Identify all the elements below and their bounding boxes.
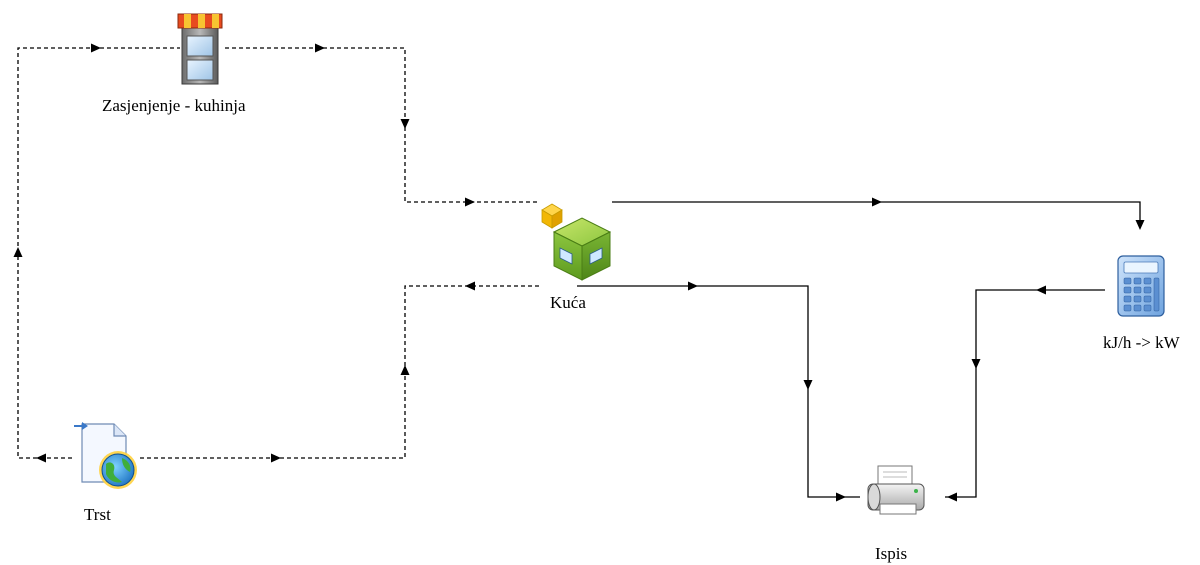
converter-node[interactable] <box>1117 255 1165 317</box>
house-node-label: Kuća <box>550 293 586 312</box>
connection-converter-to-printer[interactable] <box>945 289 1105 498</box>
arrow-left <box>465 281 475 291</box>
arrow-up <box>13 247 23 257</box>
connection-shading-to-house[interactable] <box>225 47 540 203</box>
printer-icon <box>867 465 925 515</box>
weather-data-file-icon <box>74 422 137 489</box>
house-node[interactable] <box>541 203 612 281</box>
weather-node[interactable] <box>74 422 137 489</box>
calculator-icon <box>1117 255 1165 317</box>
arrow-left <box>1036 285 1046 295</box>
arrow-down <box>971 359 981 369</box>
arrow-left <box>36 453 46 463</box>
window-awning-icon <box>177 13 223 85</box>
arrow-right <box>688 281 698 291</box>
converter-node-label: kJ/h -> kW <box>1103 333 1180 352</box>
arrow-right <box>836 492 846 502</box>
arrow-up <box>400 365 410 375</box>
shading-node-label: Zasjenjenje - kuhinja <box>102 96 246 115</box>
building-block-icon <box>541 203 612 281</box>
connection-house-to-printer[interactable] <box>577 285 860 498</box>
arrow-right <box>315 43 325 53</box>
arrow-right <box>271 453 281 463</box>
shading-node[interactable] <box>177 13 223 85</box>
printer-node[interactable] <box>867 465 925 515</box>
arrow-right <box>465 197 475 207</box>
connection-house-to-converter[interactable] <box>612 201 1141 228</box>
arrow-left <box>947 492 957 502</box>
arrow-down <box>400 119 410 129</box>
arrow-right <box>91 43 101 53</box>
arrow-down <box>1135 220 1145 230</box>
weather-node-label: Trst <box>84 505 111 524</box>
printer-node-label: Ispis <box>875 544 908 563</box>
arrow-right <box>872 197 882 207</box>
arrow-down <box>803 380 813 390</box>
connection-weather-to-house[interactable] <box>140 285 540 459</box>
